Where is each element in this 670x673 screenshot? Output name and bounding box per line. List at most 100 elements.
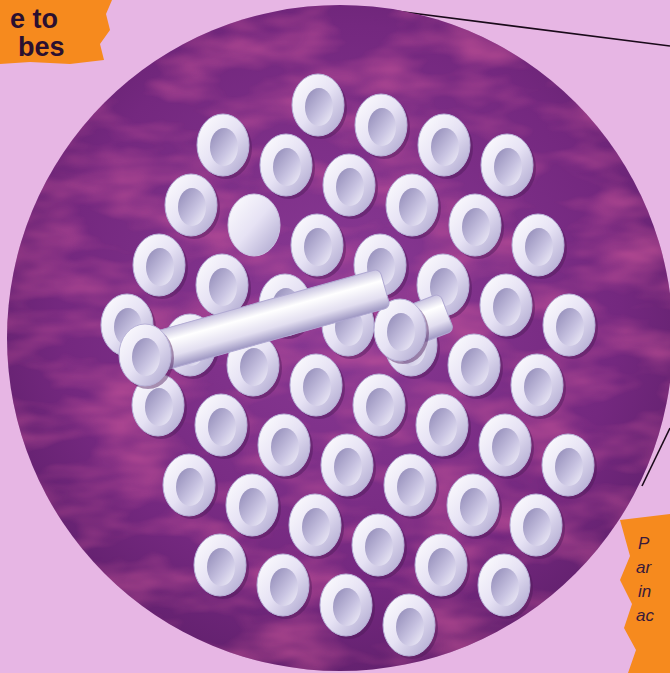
- tube-rim: [418, 114, 470, 176]
- tube-end: [133, 234, 188, 299]
- tube-end: [512, 214, 567, 279]
- tube-end: [478, 554, 533, 619]
- tube-rim: [353, 374, 405, 436]
- tube-rim: [257, 554, 309, 616]
- tube-end: [415, 534, 470, 599]
- tube-end: [290, 354, 345, 419]
- tube-bore: [304, 228, 332, 266]
- tube-end: [289, 494, 344, 559]
- tube-bore: [271, 428, 299, 466]
- note-fragment: ac: [636, 604, 654, 628]
- tube-bore: [555, 448, 583, 486]
- tube-end: [320, 574, 375, 639]
- tube-bore: [431, 128, 459, 166]
- tube-bore: [207, 548, 235, 586]
- note-fragment: in: [638, 580, 651, 604]
- tube-rim: [481, 134, 533, 196]
- tube-bore: [460, 488, 488, 526]
- tube-end: [448, 334, 503, 399]
- tube-bore: [429, 408, 457, 446]
- tube-end: [386, 174, 441, 239]
- tube-end: [195, 394, 250, 459]
- tube-rim: [321, 434, 373, 496]
- tube-bore: [462, 208, 490, 246]
- tube-rim: [511, 354, 563, 416]
- tube-rim: [448, 334, 500, 396]
- tube-bore: [208, 408, 236, 446]
- tube-bore: [365, 528, 393, 566]
- note-fragment: ar: [636, 556, 651, 580]
- tube-bore: [239, 488, 267, 526]
- tube-rim: [195, 394, 247, 456]
- tube-bore: [428, 548, 456, 586]
- tube-body: [140, 269, 391, 375]
- tube-rim: [542, 434, 594, 496]
- tube-end: [542, 434, 597, 499]
- tube-bore: [366, 388, 394, 426]
- tube-rim: [478, 554, 530, 616]
- tube-rim: [320, 574, 372, 636]
- tube-end: [321, 434, 376, 499]
- tube-end: [352, 514, 407, 579]
- tube-bore: [302, 508, 330, 546]
- tube-bore: [145, 388, 173, 426]
- tube-end: [384, 454, 439, 519]
- tube-rim: [510, 494, 562, 556]
- tube-end: [481, 134, 536, 199]
- tube-bundle: [101, 74, 598, 659]
- tube-end: [383, 594, 438, 659]
- tube-end: [479, 414, 534, 479]
- tube-end: [510, 494, 565, 559]
- tube-bore: [178, 188, 206, 226]
- tube-rim: [197, 114, 249, 176]
- tube-rim: [479, 414, 531, 476]
- tube-rim: [260, 134, 312, 196]
- tube-bore: [270, 568, 298, 606]
- tube-end: [449, 194, 504, 259]
- tube-end: [323, 154, 378, 219]
- tube-bore: [523, 508, 551, 546]
- tube-rim: [292, 74, 344, 136]
- tube-end: [257, 554, 312, 619]
- tube-bore: [336, 168, 364, 206]
- tube-bore: [396, 608, 424, 646]
- tube-rim: [258, 414, 310, 476]
- tube-bore: [491, 568, 519, 606]
- tube-end: [258, 414, 313, 479]
- tube-rim: [289, 494, 341, 556]
- tube-rim: [290, 354, 342, 416]
- tube-end: [226, 474, 281, 539]
- tube-end: [260, 134, 315, 199]
- tube-rim: [163, 454, 215, 516]
- tube-bore: [492, 428, 520, 466]
- tube-rim: [194, 534, 246, 596]
- tube-rim: [447, 474, 499, 536]
- tube-bore: [132, 338, 160, 376]
- tube-rim: [226, 474, 278, 536]
- tube-bore: [176, 468, 204, 506]
- tube-rim: [196, 254, 248, 316]
- tube-bore: [334, 448, 362, 486]
- tube-rim: [323, 154, 375, 216]
- tube-bore: [399, 188, 427, 226]
- tube-bore: [333, 588, 361, 626]
- tube-end: [447, 474, 502, 539]
- tube-end: [416, 394, 471, 459]
- tube-bore: [368, 108, 396, 146]
- tube-rim: [543, 294, 595, 356]
- tube-rim: [415, 534, 467, 596]
- tube-cap: [228, 194, 280, 256]
- brush-patch: [620, 514, 670, 673]
- tube-bore: [524, 368, 552, 406]
- tube-rim: [383, 594, 435, 656]
- tube-end: [163, 454, 218, 519]
- tube-bore: [397, 468, 425, 506]
- tube-end: [511, 354, 566, 419]
- tube-rim: [133, 234, 185, 296]
- pulled-tube: [119, 269, 390, 389]
- tube-end: [197, 114, 252, 179]
- tube-end: [480, 274, 535, 339]
- heading-fragment: e to: [10, 4, 58, 34]
